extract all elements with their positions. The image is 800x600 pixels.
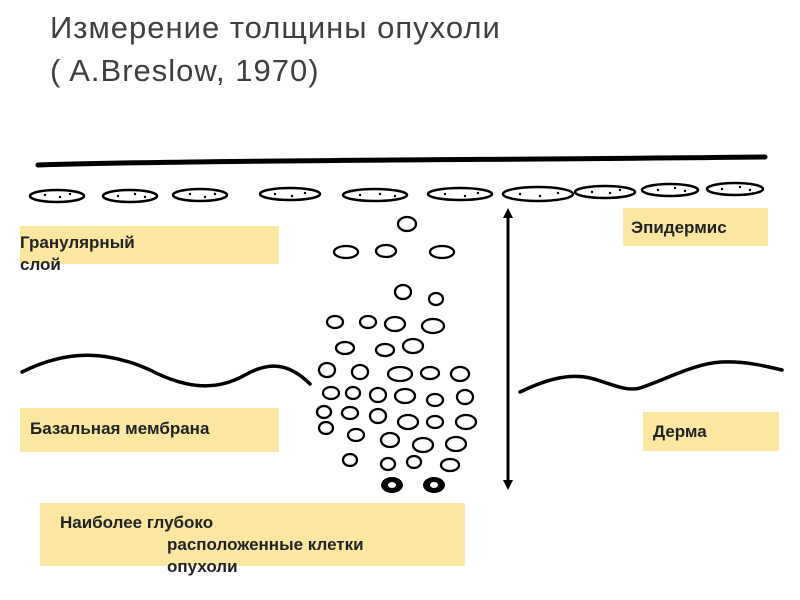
- tumor-cell: [370, 388, 386, 402]
- tumor-cell: [395, 389, 415, 403]
- label-deepest-line-3: опухоли: [60, 556, 465, 578]
- skin-surface-line: [38, 157, 765, 165]
- tumor-cell: [352, 365, 368, 379]
- tumor-cell: [360, 316, 376, 328]
- tumor-cell: [456, 415, 476, 429]
- granular-cell: [428, 188, 492, 200]
- tumor-cell: [342, 407, 358, 419]
- tumor-cell: [427, 416, 443, 428]
- label-deepest-line-2: расположенные клетки: [60, 534, 465, 556]
- tumor-cell: [451, 367, 469, 381]
- tumor-cell: [385, 317, 405, 331]
- granular-cell: [503, 187, 573, 201]
- tumor-cell: [429, 293, 443, 305]
- tumor-cell: [327, 316, 343, 328]
- tumor-cell: [376, 245, 396, 257]
- label-dermis: Дерма: [643, 412, 779, 451]
- granular-cell: [30, 190, 84, 202]
- tumor-cell: [381, 433, 399, 447]
- granular-cell: [260, 188, 320, 200]
- label-dermis-text: Дерма: [653, 422, 707, 441]
- label-basal-membrane: Базальная мембрана: [20, 408, 279, 452]
- label-granular-line-2: слой: [20, 254, 279, 276]
- tumor-cell: [407, 456, 421, 468]
- deepest-tumor-cell-nucleus: [388, 482, 396, 488]
- tumor-cells: [317, 217, 476, 471]
- tumor-cell: [398, 415, 418, 429]
- tumor-cell: [441, 459, 459, 471]
- label-granular-line-1: Гранулярный: [20, 232, 279, 254]
- tumor-cell: [323, 387, 339, 399]
- tumor-cell: [336, 342, 354, 354]
- granular-layer-cells: [30, 183, 763, 202]
- tumor-cell: [395, 285, 411, 299]
- tumor-cell: [398, 217, 416, 231]
- tumor-cell: [381, 458, 395, 470]
- tumor-cell: [427, 394, 443, 406]
- tumor-cell: [446, 437, 466, 451]
- tumor-cell: [388, 367, 412, 381]
- granular-cell: [707, 183, 763, 195]
- basal-membrane-right: [520, 362, 782, 392]
- tumor-cell: [376, 344, 394, 356]
- granular-cell: [173, 189, 227, 201]
- label-deepest-line-1: Наиболее глубоко: [60, 512, 465, 534]
- tumor-cell: [457, 390, 473, 404]
- tumor-cell: [343, 454, 357, 466]
- tumor-cell: [319, 422, 333, 434]
- deepest-tumor-cell-nucleus: [430, 482, 438, 488]
- granular-cell: [642, 184, 698, 196]
- tumor-cell: [421, 367, 439, 379]
- tumor-cell: [422, 319, 444, 333]
- tumor-cell: [346, 387, 360, 399]
- tumor-cell: [334, 246, 358, 258]
- label-basal-membrane-text: Базальная мембрана: [30, 419, 209, 438]
- tumor-cell: [370, 409, 386, 423]
- granular-cell: [343, 189, 407, 201]
- tumor-cell: [413, 438, 433, 452]
- tumor-cell: [403, 339, 423, 353]
- label-deepest-tumor-cells: Наиболее глубоко расположенные клетки оп…: [40, 503, 465, 566]
- tumor-cell: [319, 363, 335, 377]
- granular-cell: [103, 190, 157, 202]
- deepest-tumor-cells: [381, 477, 445, 493]
- basal-membrane-left: [22, 355, 310, 386]
- tumor-cell: [317, 406, 331, 418]
- tumor-cell: [348, 429, 364, 441]
- tumor-cell: [430, 246, 454, 258]
- label-granular-layer: Гранулярный слой: [20, 226, 279, 264]
- granular-cell: [575, 186, 635, 198]
- label-epidermis: Эпидермис: [623, 208, 768, 246]
- label-epidermis-text: Эпидермис: [631, 218, 727, 237]
